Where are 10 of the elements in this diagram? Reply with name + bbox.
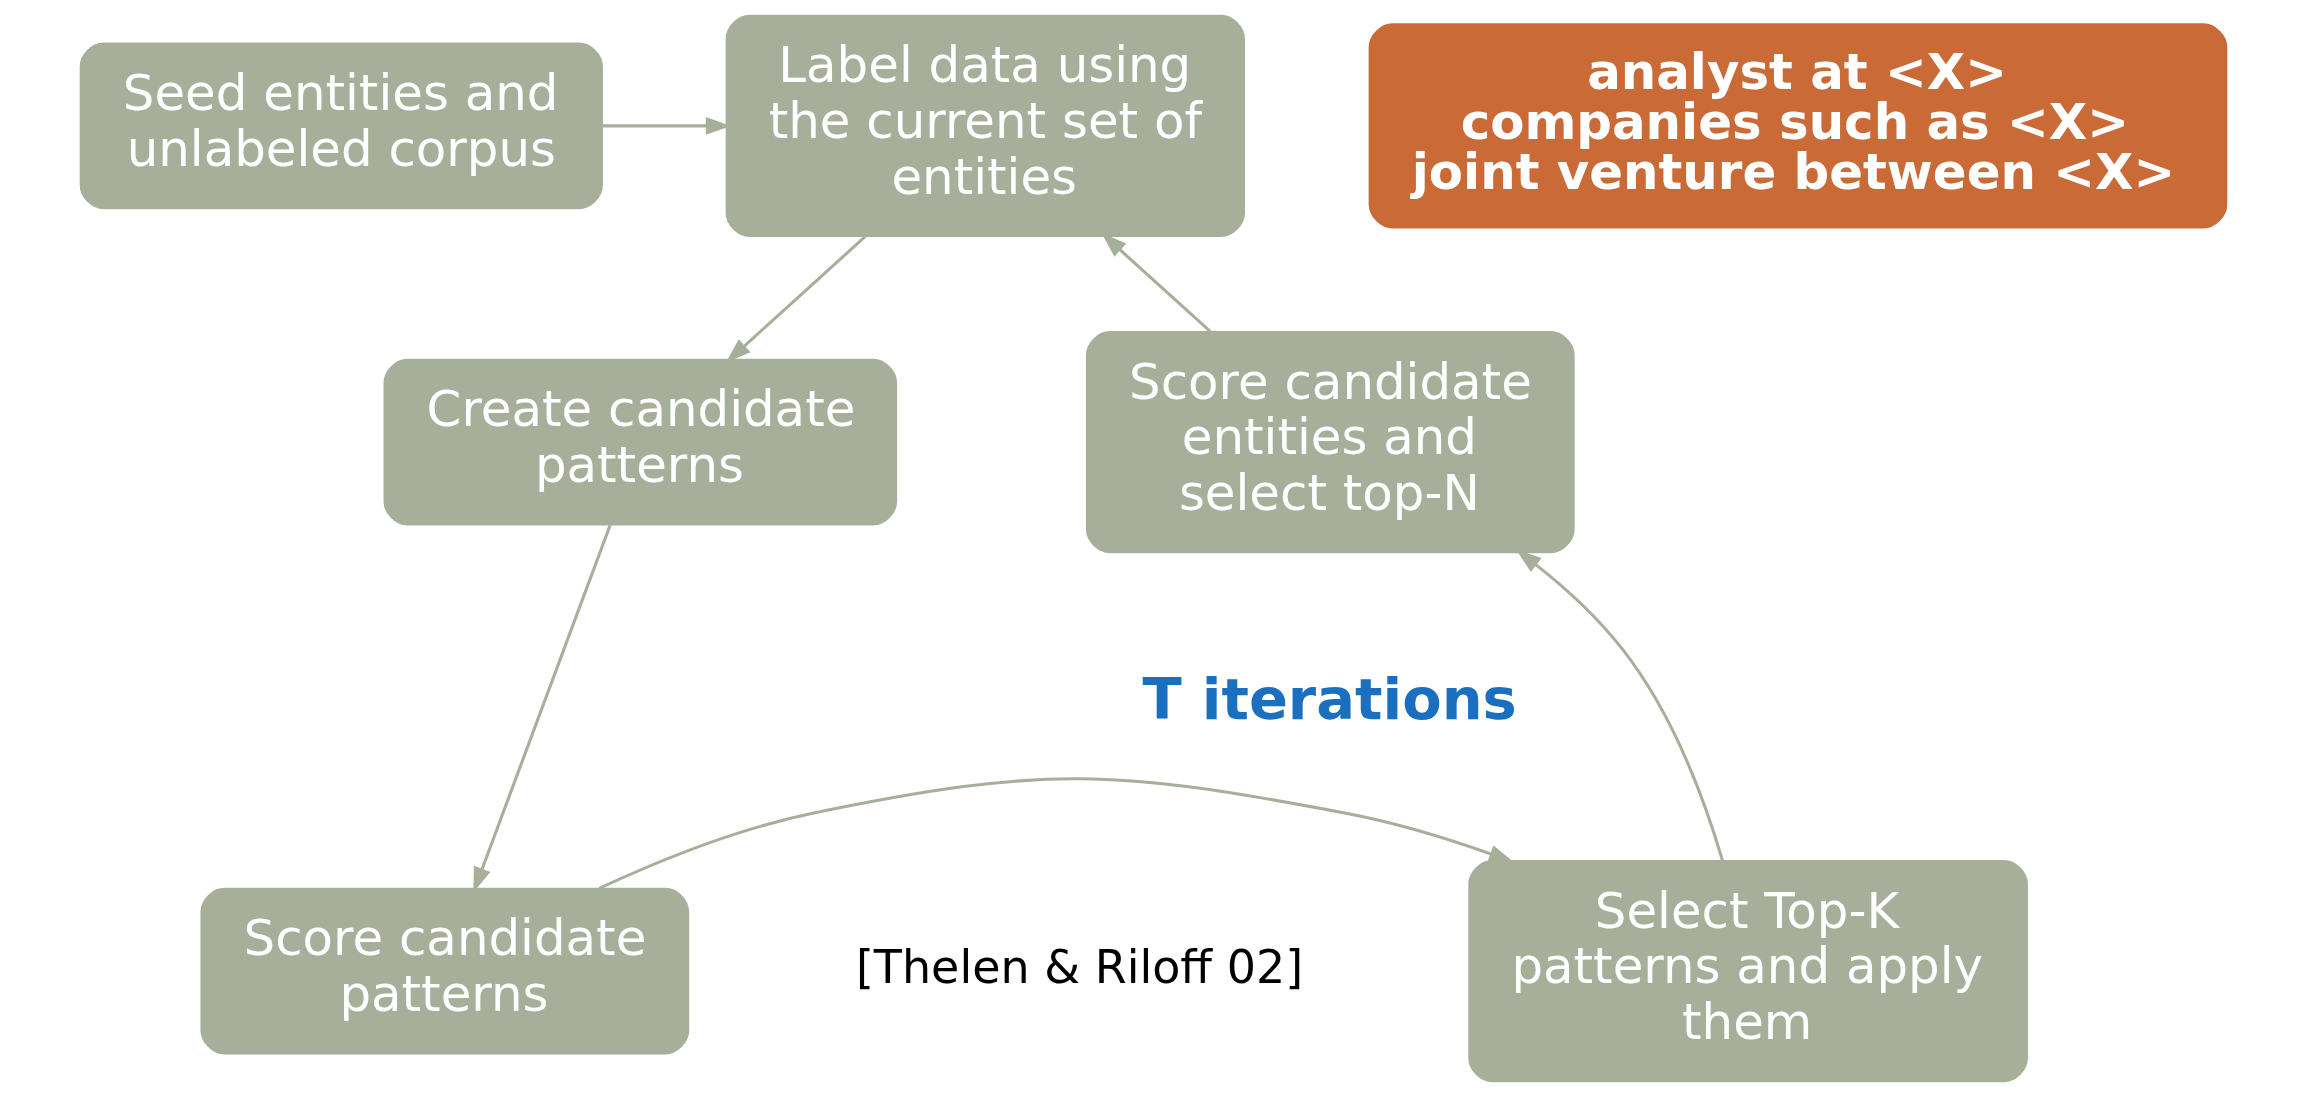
node-box: Score candidate entities and select top-N [1085, 330, 1575, 554]
label: T iterations [1141, 666, 1517, 734]
label: [Thelen & Riloff 02] [855, 940, 1303, 994]
node-box: Seed entities and unlabeled corpus [79, 42, 603, 210]
node-box: Label data using the current set of entities [725, 14, 1245, 238]
arrow [598, 777, 1514, 890]
node-box: Select Top-K patterns and apply them [1467, 859, 2028, 1083]
node-box: Create candidate patterns [383, 358, 897, 526]
node-box: Score candidate patterns [199, 887, 689, 1055]
node-box: analyst at <X> companies such as <X> joint venture between <X> [1368, 23, 2227, 229]
